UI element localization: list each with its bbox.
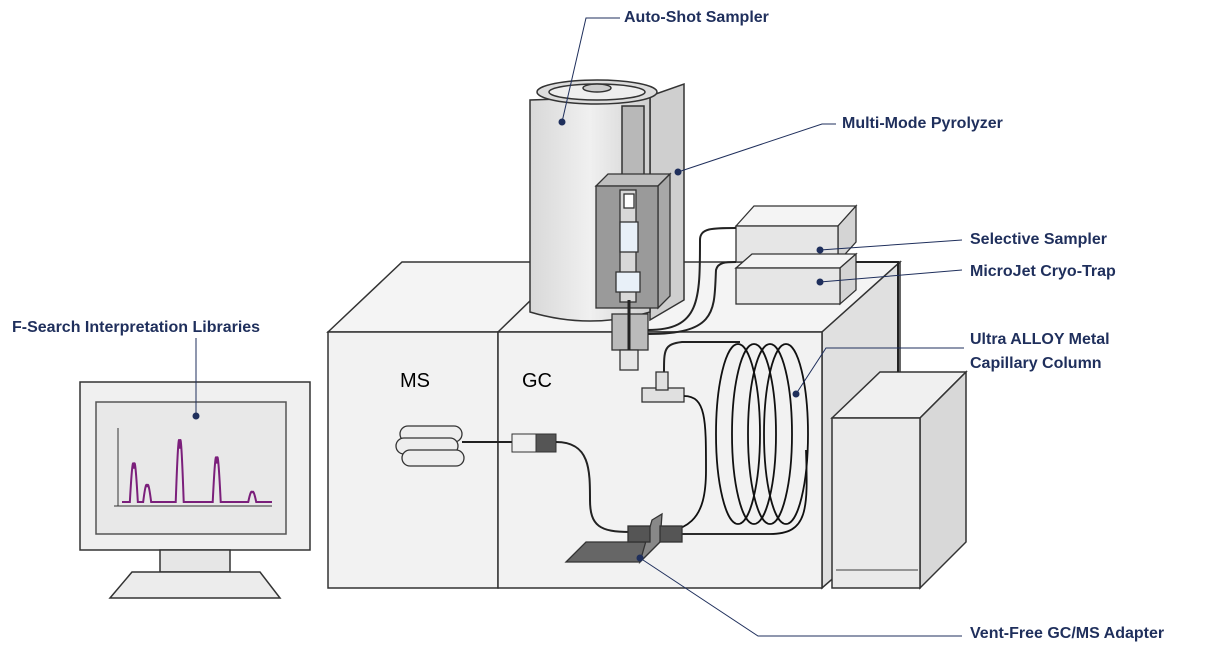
callout-line-column [795,347,964,395]
callout-line-cryo [819,269,963,283]
label-ms: MS [400,370,430,392]
label-vent-free-adapter: Vent-Free GC/MS Adapter [970,625,1165,642]
callout-lines [195,17,964,637]
callout-dot-auto-shot [558,118,566,126]
callout-dot-vent-free [636,554,644,562]
column-splitter [641,371,685,403]
ms-ion-source [395,425,465,467]
capillary-coil [639,343,809,535]
pyrolyzer-interface [611,300,649,371]
callout-dot-column [792,390,800,398]
callout-line-auto-shot [561,17,620,123]
ms-transfer-line [462,433,631,533]
vent-free-adapter [564,512,683,565]
callout-dot-fsearch [192,412,200,420]
callout-line-pyrolyzer [677,123,836,173]
cryo-trap-box [734,252,858,306]
controller-unit [830,370,968,590]
callout-dot-pyrolyzer [674,168,682,176]
callout-line-selective [819,239,963,251]
label-gc: GC [522,370,552,392]
callout-dot-cryo [816,278,824,286]
chromatogram [114,428,272,507]
chromatogram-trace [122,439,272,503]
label-f-search: F-Search Interpretation Libraries [12,319,261,336]
callout-line-vent-free [639,557,962,637]
label-selective-sampler: Selective Sampler [970,231,1107,248]
label-auto-shot-sampler: Auto-Shot Sampler [624,9,769,26]
callout-dot-selective [816,246,824,254]
callout-dots [192,118,824,562]
furnace-box [594,172,672,310]
transfer-lines [647,227,899,373]
gcms-body [326,260,902,590]
label-ultra-alloy-line2: Capillary Column [970,355,1102,372]
chromatogram-axes [114,428,272,507]
computer-monitor [79,381,311,599]
label-microjet-cryo-trap: MicroJet Cryo-Trap [970,263,1116,280]
label-multi-mode-pyrolyzer: Multi-Mode Pyrolyzer [842,115,1003,132]
label-ultra-alloy-line1: Ultra ALLOY Metal [970,331,1110,348]
